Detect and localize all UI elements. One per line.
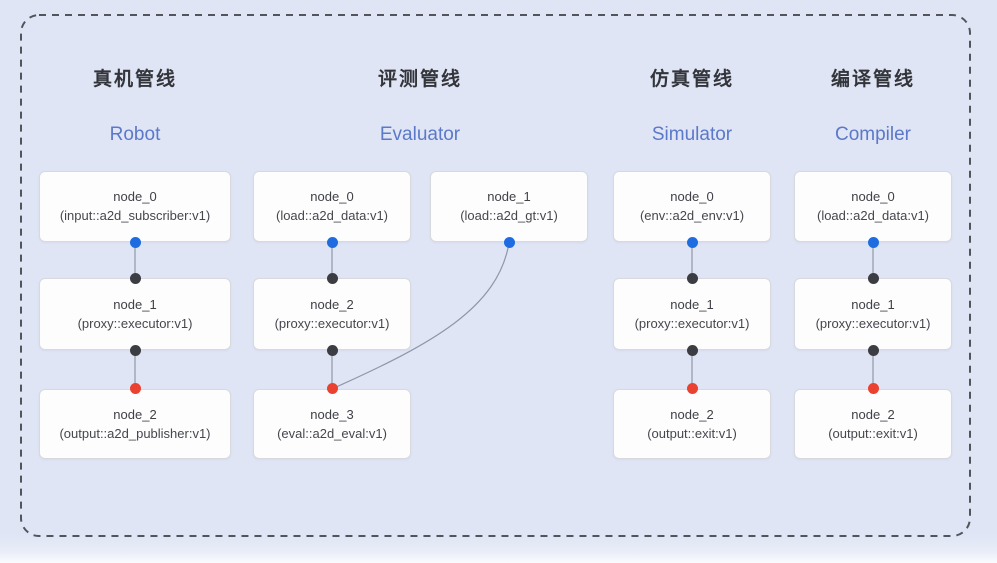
node-compiler-2: node_2 (output::exit:v1) [794,389,952,459]
node-type: (load::a2d_gt:v1) [460,208,558,223]
port-evaluator-node2-input-dot [326,272,338,284]
port-evaluator-node0-output-dot [326,236,338,248]
node-evaluator-0: node_0 (load::a2d_data:v1) [253,171,411,242]
node-type: (env::a2d_env:v1) [639,208,745,223]
node-name: node_1 [851,296,895,312]
node-name: node_1 [487,189,531,204]
node-name: node_2 [310,296,354,312]
node-type: (proxy::executor:v1) [634,315,750,331]
node-simulator-2: node_2 (output::exit:v1) [613,389,771,459]
node-name: node_3 [310,406,354,422]
port-robot-node1-output-dot [129,344,141,356]
node-compiler-0: node_0 (load::a2d_data:v1) [794,171,952,242]
pipeline-title-cn-compiler: 编译管线 [830,69,915,90]
node-type: (proxy::executor:v1) [77,315,193,331]
node-compiler-1: node_1 (proxy::executor:v1) [794,278,952,350]
node-robot-1: node_1 (proxy::executor:v1) [39,278,231,350]
node-type: (eval::a2d_eval:v1) [277,425,387,441]
pipeline-title-en-simulator: Simulator [651,124,733,145]
port-evaluator-node2-output-dot [326,344,338,356]
canvas-dashed-border [20,14,971,537]
node-type: (output::exit:v1) [647,425,737,441]
port-simulator-node1-output-dot [686,344,698,356]
port-compiler-node1-input-dot [867,272,879,284]
node-name: node_0 [670,189,714,204]
port-simulator-node2-input-dot [686,382,698,394]
port-robot-node2-input-dot [129,382,141,394]
port-compiler-node2-input-dot [867,382,879,394]
node-type: (input::a2d_subscriber:v1) [59,208,211,223]
node-simulator-0: node_0 (env::a2d_env:v1) [613,171,771,242]
node-simulator-1: node_1 (proxy::executor:v1) [613,278,771,350]
node-name: node_2 [851,406,895,422]
node-name: node_0 [113,189,157,204]
pipeline-title-cn-simulator: 仿真管线 [649,69,734,90]
port-robot-node1-input-dot [129,272,141,284]
port-simulator-node1-input-dot [686,272,698,284]
node-name: node_0 [851,189,895,204]
pipeline-title-en-evaluator: Evaluator [379,124,461,145]
node-evaluator-3: node_3 (eval::a2d_eval:v1) [253,389,411,459]
port-compiler-node1-output-dot [867,344,879,356]
node-type: (output::a2d_publisher:v1) [59,425,211,441]
node-evaluator-2: node_2 (proxy::executor:v1) [253,278,411,350]
pipeline-title-en-compiler: Compiler [834,124,912,145]
pipeline-title-cn-robot: 真机管线 [92,69,177,90]
node-type: (output::exit:v1) [828,425,918,441]
edge-evaluator-n1-n3-curve [333,242,510,389]
node-type: (load::a2d_data:v1) [275,208,389,223]
port-simulator-node0-output-dot [686,236,698,248]
port-evaluator-node1-output-dot [503,236,515,248]
node-type: (proxy::executor:v1) [274,315,390,331]
node-name: node_2 [113,406,157,422]
node-name: node_2 [670,406,714,422]
node-robot-0: node_0 (input::a2d_subscriber:v1) [39,171,231,242]
node-name: node_1 [670,296,714,312]
port-evaluator-node3-input-dot [326,382,338,394]
pipeline-title-en-robot: Robot [109,124,161,145]
pipeline-title-cn-evaluator: 评测管线 [377,69,462,90]
node-type: (load::a2d_data:v1) [816,208,930,223]
node-name: node_1 [113,296,157,312]
node-evaluator-1: node_1 (load::a2d_gt:v1) [430,171,588,242]
port-robot-node0-output-dot [129,236,141,248]
node-name: node_0 [310,189,354,204]
node-robot-2: node_2 (output::a2d_publisher:v1) [39,389,231,459]
node-type: (proxy::executor:v1) [815,315,931,331]
port-compiler-node0-output-dot [867,236,879,248]
